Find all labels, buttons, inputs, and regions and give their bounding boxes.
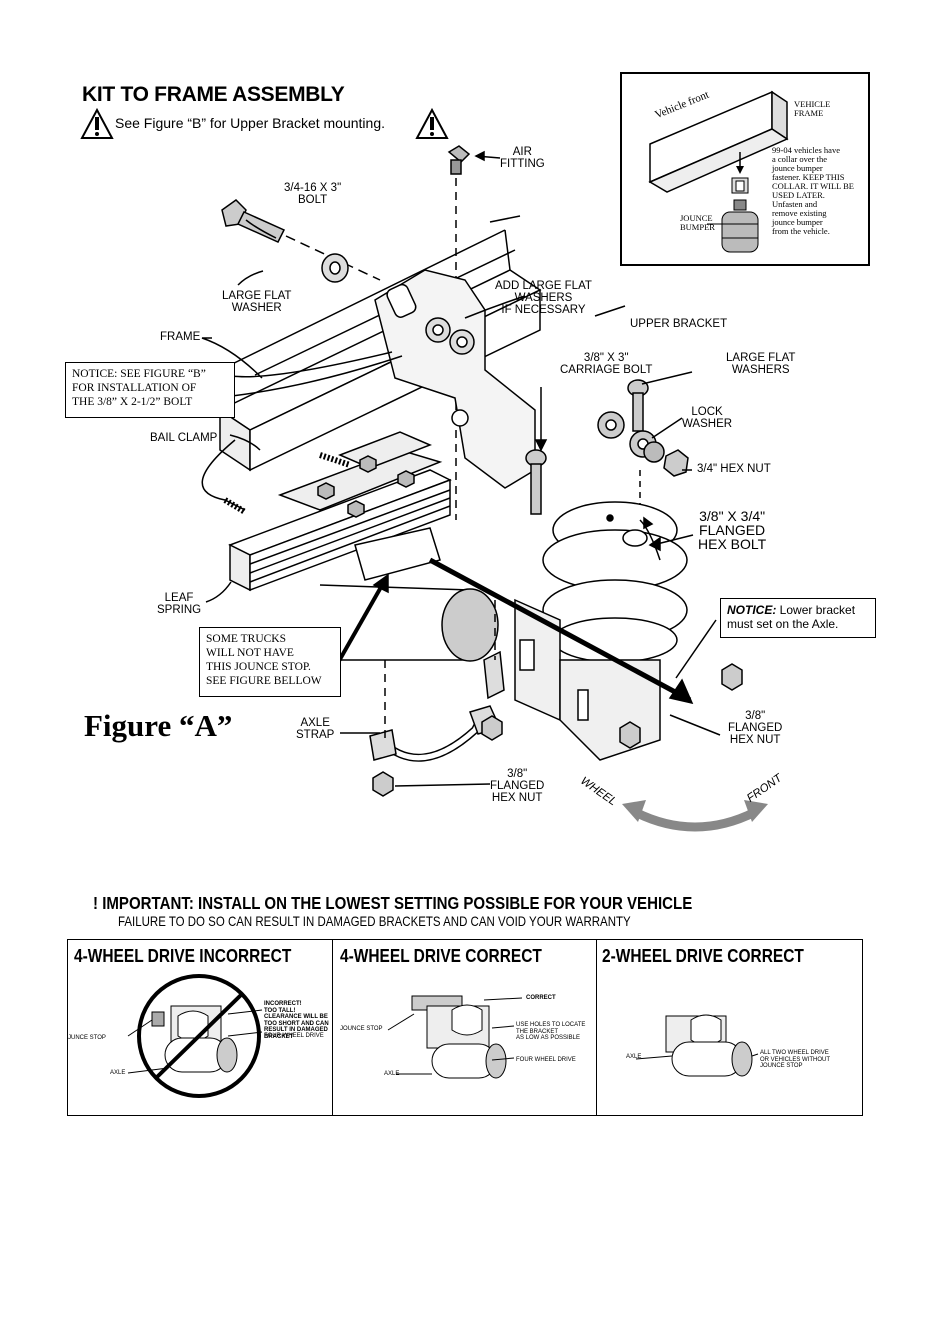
important-subline: FAILURE TO DO SO CAN RESULT IN DAMAGED B… (118, 913, 631, 929)
page-subtitle: See Figure “B” for Upper Bracket mountin… (115, 115, 386, 131)
notice-jounce-stop: SOME TRUCKS WILL NOT HAVE THIS JOUNCE ST… (199, 627, 341, 697)
flanged-hex-nut-right-label: 3/8" FLANGED HEX NUT (728, 710, 783, 746)
upper-bracket (374, 269, 536, 489)
four-wheel-drive-label: FOUR WHEEL DRIVE (264, 1033, 324, 1039)
collar-note: 99-04 vehicles have a collar over the jo… (772, 145, 854, 236)
jounce-stop-label: JOUNCE STOP (340, 1026, 383, 1032)
frame-drawing (648, 90, 789, 253)
axle (319, 584, 520, 662)
jounce-stop-label: JUNCE STOP (68, 1035, 106, 1041)
leaf-spring-label: LEAF SPRING (157, 592, 202, 616)
leaf-spring (228, 469, 452, 592)
page-title: KIT TO FRAME ASSEMBLY (82, 83, 345, 106)
hex-nut-label: 3/4" HEX NUT (697, 463, 771, 475)
large-flat-washers-label: LARGE FLAT WASHERS (726, 352, 796, 376)
settings-panels: 4-WHEEL DRIVE INCORRECT INCORRECT! TOO T… (67, 939, 863, 1116)
panel-4wd-correct: 4-WHEEL DRIVE CORRECT CORRECT JOUNCE STO… (332, 940, 597, 1115)
important-headline: ! IMPORTANT: INSTALL ON THE LOWEST SETTI… (93, 893, 693, 913)
axle-label: AXLE (626, 1054, 642, 1060)
axle-strap-label: AXLE STRAP (296, 717, 335, 741)
jounce-stop (354, 527, 441, 581)
panel-2wd-correct: 2-WHEEL DRIVE CORRECT AXLE ALL TWO WHEEL… (596, 940, 862, 1115)
lock-washer-label: LOCK WASHER (682, 406, 733, 430)
inset-jounce-removal: Vehicle front VEHICLE FRAME 99-04 vehicl… (620, 72, 870, 266)
air-spring (542, 501, 688, 663)
panel-drawing (127, 974, 263, 1098)
assembly-drawing (201, 145, 768, 832)
axle-strap (369, 650, 505, 762)
frame-label: FRAME (160, 331, 201, 343)
curved-double-arrow-icon (622, 800, 768, 832)
panel-heading: 4-WHEEL DRIVE CORRECT (340, 946, 542, 966)
carriage-bolt (525, 449, 547, 515)
warning-triangle-icon (415, 108, 449, 139)
notice-lower-bracket-text: Lower bracket must set on the Axle. (727, 603, 856, 631)
air-fitting-label: AIR FITTING (500, 146, 545, 170)
panel-drawing (387, 995, 523, 1079)
air-fitting-icon (447, 145, 471, 175)
four-wheel-drive-label: FOUR WHEEL DRIVE (516, 1057, 576, 1063)
add-washers-label: ADD LARGE FLAT WASHERS IF NECESSARY (495, 280, 592, 316)
warning-triangle-icon (80, 108, 114, 139)
bail-clamp-label: BAIL CLAMP (150, 432, 218, 444)
two-wheel-drive-note: ALL TWO WHEEL DRIVE OR VEHICLES WITHOUT … (760, 1050, 831, 1069)
correct-label: CORRECT (526, 995, 556, 1001)
notice-lower-bracket-bold: NOTICE: (727, 603, 777, 617)
panel-heading: 4-WHEEL DRIVE INCORRECT (74, 946, 292, 966)
jounce-bumper-label: JOUNCE BUMPER (680, 213, 715, 232)
panel-drawing (635, 1014, 759, 1077)
figure-a-label: Figure “A” (84, 708, 233, 743)
vehicle-frame-label: VEHICLE FRAME (794, 99, 831, 118)
panel-4wd-incorrect: 4-WHEEL DRIVE INCORRECT INCORRECT! TOO T… (68, 940, 333, 1115)
axle-label: AXLE (384, 1071, 400, 1077)
use-holes-note: USE HOLES TO LOCATE THE BRACKET AS LOW A… (516, 1022, 586, 1041)
incorrect-note: INCORRECT! TOO TALL! CLEARANCE WILL BE T… (264, 1001, 329, 1040)
large-flat-washer-label: LARGE FLAT WASHER (222, 290, 292, 314)
axle-label: AXLE (110, 1070, 126, 1076)
carriage-bolt-label: 3/8" X 3" CARRIAGE BOLT (560, 352, 653, 376)
bolt-34 (221, 199, 286, 243)
notice-figure-b: NOTICE: SEE FIGURE “B” FOR INSTALLATION … (65, 362, 235, 418)
panel-heading: 2-WHEEL DRIVE CORRECT (602, 946, 804, 966)
upper-bracket-label: UPPER BRACKET (630, 318, 728, 330)
flanged-hex-bolt-label: 3/8" X 3/4" FLANGED HEX BOLT (698, 508, 767, 552)
flanged-hex-nut-bottom-label: 3/8" FLANGED HEX NUT (490, 768, 545, 804)
notice-lower-bracket: NOTICE: Lower bracket must set on the Ax… (720, 598, 876, 638)
bolt-label: 3/4-16 X 3" BOLT (284, 182, 342, 206)
